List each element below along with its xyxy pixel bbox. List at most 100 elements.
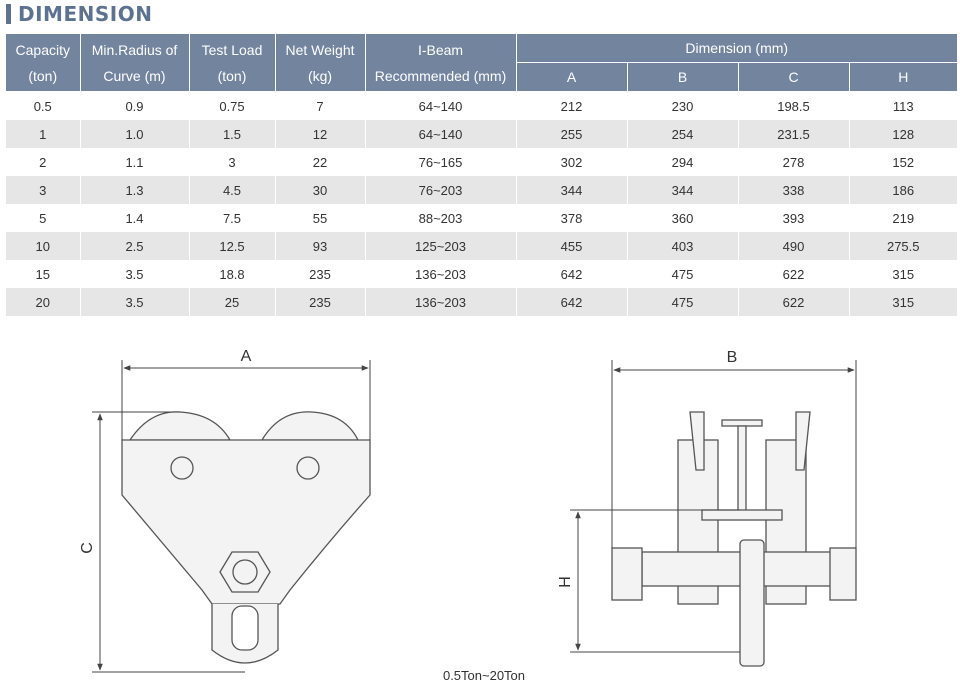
table-cell: 125~203 [365,232,517,260]
table-cell: 622 [738,260,850,288]
table-cell: 30 [275,176,366,204]
col-header-c: C [738,62,850,92]
table-cell: 113 [849,91,957,120]
front-view-drawing [121,411,371,664]
table-cell: 1.3 [80,176,190,204]
hanger-shape [739,539,765,667]
beam-web-shape [737,425,747,517]
table-cell: 3 [189,148,276,176]
table-cell: 136~203 [365,260,517,288]
table-cell: 338 [738,176,850,204]
col-header-b: B [627,62,739,92]
table-cell: 3 [6,176,81,204]
table-cell: 455 [516,232,628,260]
table-cell: 76~203 [365,176,517,204]
table-cell: 235 [275,260,366,288]
table-cell: 0.75 [189,91,276,120]
table-cell: 1.1 [80,148,190,176]
table-cell: 64~140 [365,120,517,148]
table-cell: 2.5 [80,232,190,260]
table-cell: 344 [627,176,739,204]
table-cell: 88~203 [365,204,517,232]
dim-label-h: H [557,576,574,588]
table-cell: 642 [516,288,628,316]
table-cell: 64~140 [365,91,517,120]
right-nut-shape [829,547,857,601]
table-cell: 212 [516,91,628,120]
table-cell: 642 [516,260,628,288]
axle-shape [641,551,833,587]
table-cell: 198.5 [738,91,850,120]
left-nut-shape [611,547,643,601]
col-header-test-load: Test Load(ton) [189,34,276,92]
table-cell: 18.8 [189,260,276,288]
table-cell: 136~203 [365,288,517,316]
table-cell: 294 [627,148,739,176]
table-cell: 4.5 [189,176,276,204]
table-cell: 20 [6,288,81,316]
col-header-dimension: Dimension (mm) [516,34,957,63]
col-header-net-weight: Net Weight(kg) [275,34,366,92]
body-plate-shape [121,439,371,605]
col-header-h: H [849,62,957,92]
table-cell: 393 [738,204,850,232]
side-dimension-lines [570,360,857,653]
right-wheel-shape [260,411,360,441]
dim-label-c: C [79,542,96,554]
table-cell: 3.5 [80,260,190,288]
right-wheel-edge-shape [795,411,811,471]
table-cell: 1.4 [80,204,190,232]
table-cell: 344 [516,176,628,204]
front-dimension-lines [92,360,371,673]
table-cell: 3.5 [80,288,190,316]
trolley-drawings: A C B H [79,348,857,673]
table-cell: 254 [627,120,739,148]
col-header-a: A [516,62,628,92]
table-cell: 278 [738,148,850,176]
dim-label-b: B [727,349,738,366]
hook-slot-shape [231,605,259,651]
table-cell: 219 [849,204,957,232]
dim-label-a: A [241,348,252,365]
table-cell: 152 [849,148,957,176]
side-view-drawing [611,411,857,667]
table-cell: 475 [627,260,739,288]
table-cell: 7 [275,91,366,120]
table-cell: 1.5 [189,120,276,148]
left-bolt-hole-shape [170,456,194,480]
table-cell: 1 [6,120,81,148]
table-cell: 93 [275,232,366,260]
table-cell: 12.5 [189,232,276,260]
drawing-caption: 0.5Ton~20Ton [442,668,526,683]
table-cell: 622 [738,288,850,316]
col-header-capacity: Capacity(ton) [6,34,81,92]
table-cell: 315 [849,288,957,316]
beam-flange-top-shape [721,419,763,427]
table-cell: 378 [516,204,628,232]
table-cell: 360 [627,204,739,232]
table-cell: 275.5 [849,232,957,260]
table-cell: 475 [627,288,739,316]
table-cell: 55 [275,204,366,232]
table-cell: 10 [6,232,81,260]
table-cell: 186 [849,176,957,204]
table-cell: 22 [275,148,366,176]
title-accent-bar [6,4,11,24]
beam-flange-bottom-shape [701,509,783,521]
left-wheel-edge-shape [689,411,705,471]
center-nut-core-shape [232,559,258,585]
section-title: DIMENSION [18,2,153,26]
table-cell: 1.0 [80,120,190,148]
table-cell: 230 [627,91,739,120]
table-cell: 490 [738,232,850,260]
table-cell: 302 [516,148,628,176]
